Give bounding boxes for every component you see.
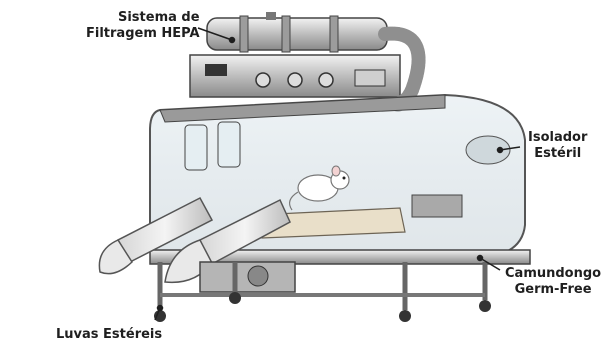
label-hepa-line1: Sistema de bbox=[86, 10, 200, 26]
label-hepa-filter: Sistema de Filtragem HEPA bbox=[86, 10, 200, 42]
label-gloves: Luvas Estéreis bbox=[56, 327, 162, 343]
label-mouse: Camundongo Germ-Free bbox=[505, 266, 601, 298]
label-gloves-line1: Luvas Estéreis bbox=[56, 327, 162, 343]
label-mouse-line2: Germ-Free bbox=[505, 282, 601, 298]
label-isolator: Isolador Estéril bbox=[528, 130, 587, 162]
cart-stand bbox=[154, 262, 491, 322]
hepa-filter-unit bbox=[190, 12, 400, 97]
label-mouse-line1: Camundongo bbox=[505, 266, 601, 282]
label-isolator-line2: Estéril bbox=[528, 146, 587, 162]
label-hepa-line2: Filtragem HEPA bbox=[86, 26, 200, 42]
label-isolator-line1: Isolador bbox=[528, 130, 587, 146]
